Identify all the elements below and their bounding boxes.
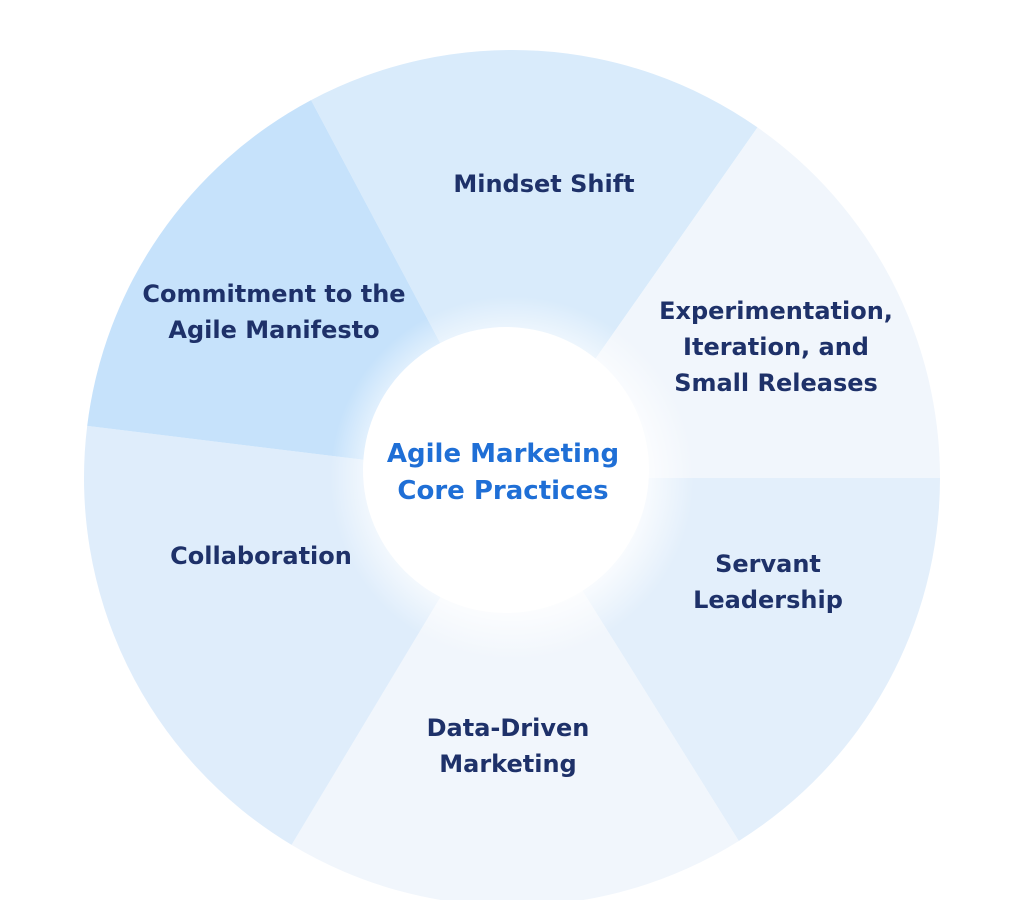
- center-circle: [363, 327, 649, 613]
- center-title: Agile Marketing Core Practices: [387, 436, 619, 510]
- collaboration-text: Collaboration: [170, 542, 352, 570]
- commitment-text-line1: Commitment to the: [142, 280, 406, 308]
- segment-label-mindset-shift: Mindset Shift: [453, 166, 634, 202]
- mindset-shift-text: Mindset Shift: [453, 170, 635, 198]
- servant-leadership-text-line1: Servant: [715, 550, 821, 578]
- segment-label-experimentation: Experimentation, Iteration, and Small Re…: [659, 293, 893, 401]
- segment-label-servant-leadership: Servant Leadership: [693, 546, 843, 618]
- segment-label-collaboration: Collaboration: [170, 538, 352, 574]
- experimentation-text-line2: Iteration, and: [683, 333, 869, 361]
- experimentation-text-line1: Experimentation,: [659, 297, 893, 325]
- data-driven-text-line2: Marketing: [439, 750, 577, 778]
- experimentation-text-line3: Small Releases: [674, 369, 878, 397]
- segment-label-data-driven: Data-Driven Marketing: [427, 710, 590, 782]
- servant-leadership-text-line2: Leadership: [693, 586, 843, 614]
- commitment-text-line2: Agile Manifesto: [168, 316, 380, 344]
- center-title-line1: Agile Marketing: [386, 439, 620, 469]
- segment-label-commitment: Commitment to the Agile Manifesto: [142, 276, 405, 348]
- data-driven-text-line1: Data-Driven: [426, 714, 590, 742]
- center-title-line2: Core Practices: [397, 476, 609, 506]
